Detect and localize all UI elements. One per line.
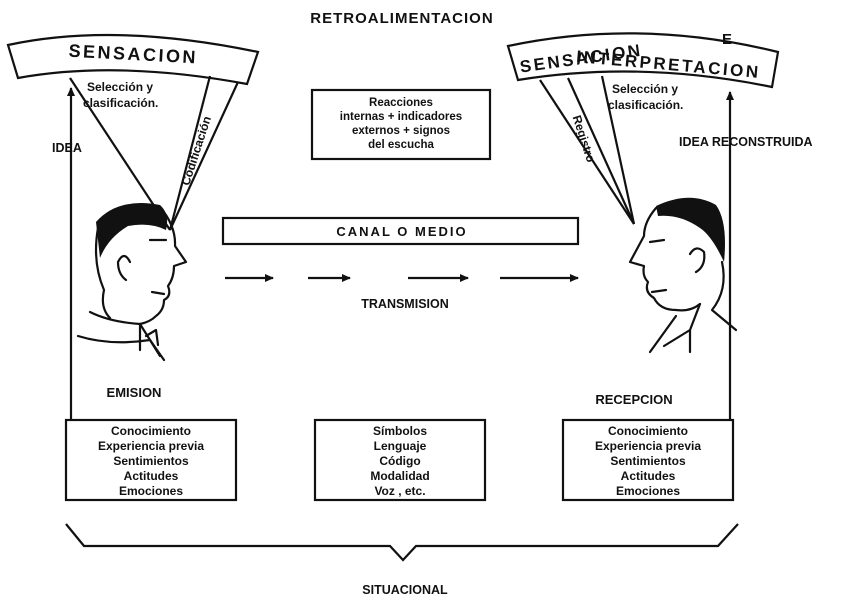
transmission-label: TRANSMISION xyxy=(361,297,449,311)
feedback-title: RETROALIMENTACION xyxy=(310,10,493,27)
feedback-line: externos + signos xyxy=(352,125,450,137)
channel-element: Lenguaje xyxy=(374,439,427,453)
sender-selection-line: Selección y xyxy=(87,80,153,94)
sender-factor: Sentimientos xyxy=(113,454,189,468)
receiver-arc-e: E xyxy=(722,31,732,48)
channel-title: CANAL O MEDIO xyxy=(336,224,467,239)
feedback-box: Reacciones internas + indicadores extern… xyxy=(310,88,492,161)
idea-label: IDEA xyxy=(52,141,82,155)
sender-head-illustration xyxy=(76,203,188,362)
receiver-factor: Actitudes xyxy=(621,469,676,483)
channel-elements-box: Símbolos Lenguaje Código Modalidad Voz ,… xyxy=(313,418,487,502)
sender-factor: Conocimiento xyxy=(111,424,191,438)
channel-element: Voz , etc. xyxy=(374,484,425,498)
sender-perception-fan xyxy=(6,33,260,231)
sender-factor: Experiencia previa xyxy=(98,439,204,453)
feedback-line: Reacciones xyxy=(369,97,433,109)
sender-codification-label: Codificación xyxy=(178,114,214,187)
situational-label: SITUACIONAL xyxy=(362,583,448,597)
channel-element: Modalidad xyxy=(370,469,429,483)
receiver-registro-label: Registro xyxy=(570,113,598,164)
receiver-factor: Emociones xyxy=(616,484,680,498)
reception-label: RECEPCION xyxy=(595,392,672,407)
receiver-perception-fan xyxy=(506,32,780,225)
channel-box: CANAL O MEDIO xyxy=(221,216,580,246)
feedback-line: internas + indicadores xyxy=(340,111,462,123)
sender-arc-label: SENSACION xyxy=(68,41,198,68)
receiver-factor: Conocimiento xyxy=(608,424,688,438)
receiver-head-illustration xyxy=(628,197,738,354)
receiver-selection-line: clasificación. xyxy=(608,98,683,112)
emission-label: EMISION xyxy=(107,385,162,400)
receiver-arc-line2: INTERPRETACION xyxy=(576,47,762,82)
sender-selection-line: clasificación. xyxy=(83,96,158,110)
reconstructed-idea-label: IDEA RECONSTRUIDA xyxy=(679,135,813,149)
feedback-line: del escucha xyxy=(368,139,434,151)
receiver-factor: Sentimientos xyxy=(610,454,686,468)
sender-factor: Emociones xyxy=(119,484,183,498)
situational-brace xyxy=(65,523,739,562)
channel-element: Símbolos xyxy=(373,424,427,438)
channel-element: Código xyxy=(379,454,420,468)
receiver-factor: Experiencia previa xyxy=(595,439,701,453)
sender-factor: Actitudes xyxy=(124,469,179,483)
receiver-selection-line: Selección y xyxy=(612,82,678,96)
sender-factors-box: Conocimiento Experiencia previa Sentimie… xyxy=(64,418,238,502)
receiver-factors-box: Conocimiento Experiencia previa Sentimie… xyxy=(561,418,735,502)
